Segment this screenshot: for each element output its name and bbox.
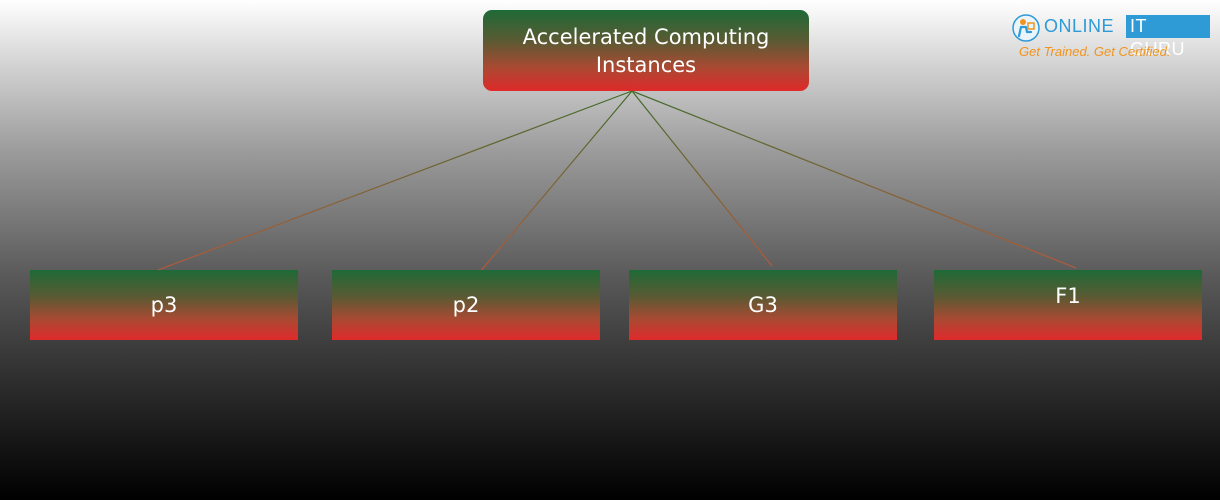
logo-word-online: ONLINE: [1044, 16, 1115, 36]
root-node-accelerated-computing: Accelerated Computing Instances: [483, 10, 809, 91]
connector-root-to-g3: [631, 90, 773, 267]
child-node-label: p2: [452, 293, 480, 317]
logo-word-it-guru: IT GURU: [1126, 15, 1210, 59]
child-node-p3: p3: [30, 270, 298, 340]
person-at-computer-icon: [1012, 14, 1040, 42]
child-node-f1: F1: [934, 270, 1202, 340]
child-node-p2: p2: [332, 270, 600, 340]
child-node-label: F1: [1055, 284, 1081, 308]
online-it-guru-logo: ONLINE IT GURU Get Trained. Get Certifie…: [1010, 12, 1210, 62]
connector-root-to-f1: [631, 90, 1077, 269]
child-node-g3: G3: [629, 270, 897, 340]
child-node-label: p3: [150, 293, 178, 317]
root-node-label: Accelerated Computing Instances: [522, 24, 770, 77]
connector-root-to-p3: [157, 90, 633, 271]
connector-root-to-p2: [478, 90, 633, 274]
logo-tagline: Get Trained. Get Certified.: [1019, 44, 1171, 59]
child-node-label: G3: [748, 293, 778, 317]
